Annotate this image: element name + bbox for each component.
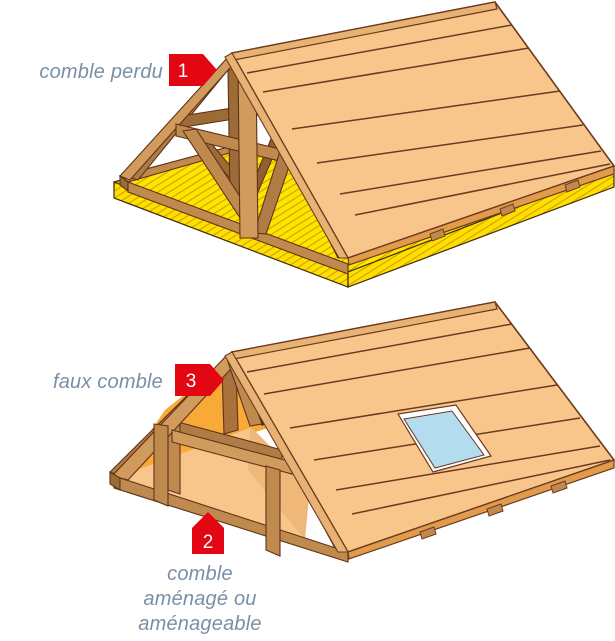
marker-3-shape[interactable] [175,364,224,396]
figure-comble-amenage: faux comble 3 2 comble aménagé ou aménag… [0,300,615,641]
front-tie-beam-end [109,471,121,491]
roof-eave-fascia-2 [347,459,615,560]
label-faux-comble: faux comble [53,371,163,393]
label-comble-amenage-line2: aménagé ou [143,588,256,610]
post-left-front [153,423,169,507]
post-right-front [265,465,281,557]
label-comble-amenage-line1: comble [167,563,233,585]
front-collar-2 [171,429,293,475]
marker-3-number: 3 [186,371,197,392]
rafter-tails [429,179,581,242]
label-comble-perdu: comble perdu [39,61,163,83]
roof-eave-fascia [347,165,615,266]
callout-comble-perdu[interactable]: comble perdu 1 [39,54,217,86]
callout-comble-amenage[interactable]: 2 comble aménagé ou aménageable [138,512,262,635]
front-tie-beam [127,181,349,275]
roof-plane-right [224,1,615,266]
marker-1-number: 1 [178,61,189,82]
roof-batten-lines [246,24,611,216]
figure-comble-perdu: comble perdu 1 [0,0,615,300]
marker-2-number: 2 [203,532,214,553]
skylight[interactable] [397,404,492,473]
marker-1-shape[interactable] [169,54,217,86]
label-comble-amenage-line3: aménageable [138,613,261,635]
roof-verge-edge-2 [224,351,349,553]
comble-perdu-illustration: comble perdu 1 [39,1,615,288]
skylight-glass [403,410,485,469]
roof-plane-right-2 [224,301,615,560]
marker-2-shape[interactable] [192,512,224,554]
rafter-tails-2 [419,480,568,540]
callout-faux-comble[interactable]: faux comble 3 [53,364,224,396]
roof-batten-lines-2 [246,323,611,515]
comble-amenage-illustration: faux comble 3 2 comble aménagé ou aménag… [53,301,615,635]
roof-verge-edge [224,52,349,259]
